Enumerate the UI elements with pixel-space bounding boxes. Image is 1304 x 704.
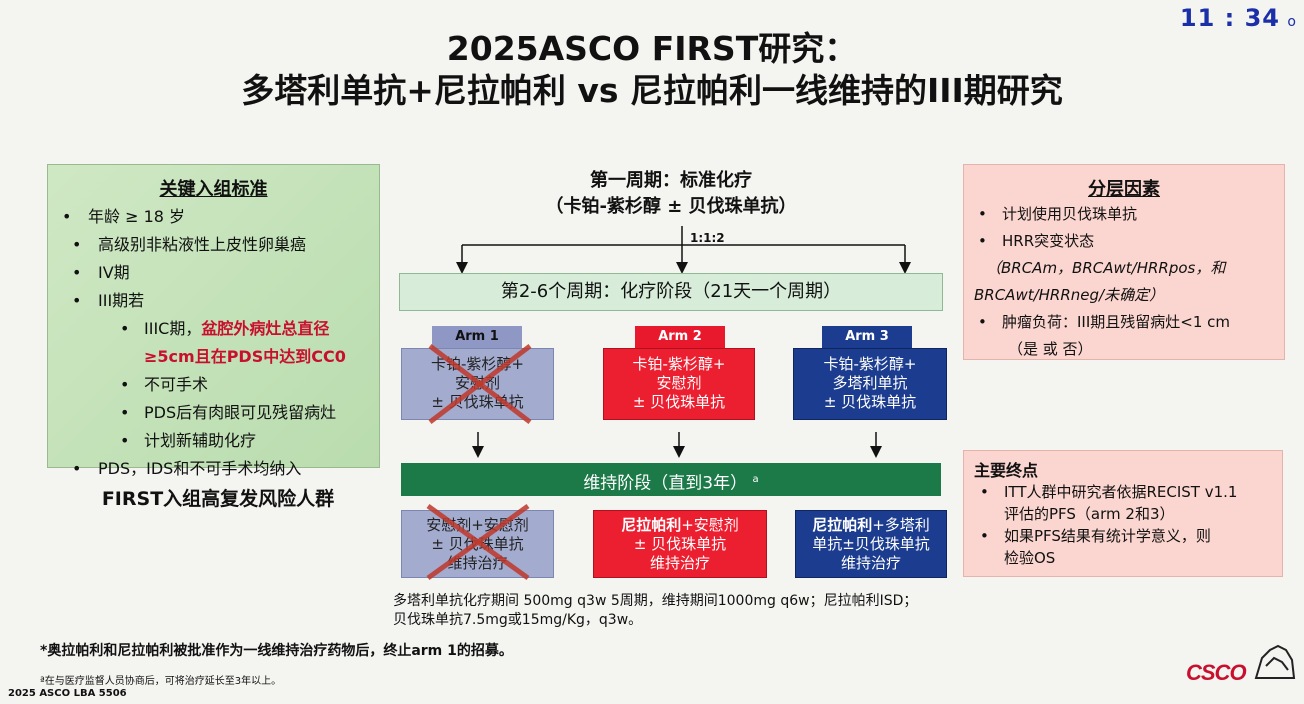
- criteria-panel: 关键入组标准 •年龄 ≥ 18 岁 •高级别非粘液性上皮性卵巢癌 •IV期 •I…: [47, 164, 380, 478]
- maint-arm2-line: ± 贝伐珠单抗: [633, 535, 727, 553]
- maint-arm2-line: 维持治疗: [649, 554, 710, 572]
- maintenance-footnote-mark: a: [752, 474, 759, 485]
- endpoint-item-cont: 评估的PFS（arm 2和3）: [1004, 505, 1175, 523]
- strat-item: •肿瘤负荷：III期且残留病灶<1 cm: [978, 313, 1231, 331]
- arm2-box: 卡铂-紫杉醇+ 安慰剂 ± 贝伐珠单抗: [603, 348, 755, 420]
- criteria-subitem: •计划新辅助化疗: [120, 431, 257, 450]
- endpoint-item: •ITT人群中研究者依据RECIST v1.1: [980, 483, 1238, 501]
- arm2-line: ± 贝伐珠单抗: [632, 393, 726, 411]
- strat-item: •计划使用贝伐珠单抗: [978, 205, 1138, 223]
- strat-item-detail: BRCAwt/HRRneg/未确定）: [974, 286, 1165, 304]
- criteria-subitem-iiic-cont: ≥5cm且在PDS中达到CC0: [144, 347, 346, 366]
- arm2-tab: Arm 2: [635, 326, 725, 348]
- chemo-phase-bar: 第2-6个周期：化疗阶段（21天一个周期）: [399, 273, 943, 311]
- maint-arm2-box: 尼拉帕利+安慰剂 ± 贝伐珠单抗 维持治疗: [593, 510, 767, 578]
- arm3-box: 卡铂-紫杉醇+ 多塔利单抗 ± 贝伐珠单抗: [793, 348, 947, 420]
- dosing-note-line-2: 贝伐珠单抗7.5mg或15mg/Kg，q3w。: [393, 612, 643, 628]
- csco-logo: CSCO: [1186, 660, 1247, 685]
- arm2-line: 安慰剂: [656, 374, 702, 392]
- cycle1-title: 第一周期：标准化疗: [590, 170, 752, 191]
- arm3-line: 多塔利单抗: [832, 374, 908, 392]
- source-citation: 2025 ASCO LBA 5506: [8, 688, 127, 699]
- clock-time: 11 : 34: [1179, 4, 1280, 32]
- arm1-box: 卡铂-紫杉醇+ 安慰剂 ± 贝伐珠单抗: [401, 348, 554, 420]
- maint-arm2-line: 尼拉帕利+安慰剂: [621, 516, 739, 534]
- arm3-line: 卡铂-紫杉醇+: [823, 355, 917, 373]
- cycle1-box: 第一周期：标准化疗 （卡铂-紫杉醇 ± 贝伐珠单抗）: [506, 168, 836, 226]
- strat-heading: 分层因素: [1088, 179, 1160, 200]
- stratification-panel: 分层因素 •计划使用贝伐珠单抗 •HRR突变状态 （BRCAm，BRCAwt/H…: [963, 164, 1285, 360]
- criteria-subitem: •不可手术: [120, 375, 209, 394]
- footnote-star: *奥拉帕利和尼拉帕利被批准作为一线维持治疗药物后，终止arm 1的招募。: [40, 643, 513, 659]
- endpoints-heading: 主要终点: [974, 461, 1039, 480]
- title-line-2: 多塔利单抗+尼拉帕利 vs 尼拉帕利一线维持的III期研究: [241, 71, 1063, 110]
- randomization-ratio: 1:1:2: [690, 231, 725, 245]
- maint-arm3-line: 尼拉帕利+多塔利: [812, 516, 930, 534]
- maint-arm3-line: 维持治疗: [840, 554, 901, 572]
- strat-item: •HRR突变状态: [978, 232, 1095, 250]
- clock-dot: o: [1287, 14, 1296, 30]
- criteria-item: •III期若: [72, 291, 145, 310]
- dosing-note-line-1: 多塔利单抗化疗期间 500mg q3w 5周期，维持期间1000mg q6w；尼…: [393, 593, 918, 609]
- arm3-tab: Arm 3: [822, 326, 912, 348]
- strat-item-detail: （是 或 否）: [1008, 340, 1093, 358]
- criteria-item: •IV期: [72, 263, 130, 282]
- arm2-line: 卡铂-紫杉醇+: [632, 355, 726, 373]
- criteria-item: •高级别非粘液性上皮性卵巢癌: [72, 235, 307, 254]
- endpoint-item-cont: 检验OS: [1004, 549, 1056, 567]
- endpoint-item: •如果PFS结果有统计学意义，则: [980, 527, 1211, 545]
- criteria-item: •年龄 ≥ 18 岁: [62, 207, 186, 226]
- arm1-tab: Arm 1: [432, 326, 522, 348]
- maintenance-phase-bar: 维持阶段（直到3年） a: [401, 463, 941, 496]
- maint-arm1-cross-out-icon: [426, 503, 530, 581]
- strat-item-detail: （BRCAm，BRCAwt/HRRpos，和: [986, 259, 1226, 277]
- criteria-item: •PDS，IDS和不可手术均纳入: [72, 459, 302, 478]
- footnote-small: ª在与医疗监督人员协商后，可将治疗延长至3年以上。: [40, 676, 282, 687]
- maint-arm1-line: 维持治疗: [447, 554, 508, 572]
- cycle1-regimen: （卡铂-紫杉醇 ± 贝伐珠单抗）: [545, 196, 797, 217]
- csco-logo-emblem-icon: [1254, 644, 1296, 679]
- criteria-footer: FIRST入组高复发风险人群: [101, 488, 335, 510]
- maint-arm3-line: 单抗±贝伐珠单抗: [812, 535, 930, 553]
- criteria-subitem-iiic: •IIIC期，盆腔外病灶总直径: [120, 319, 330, 338]
- title-line-1: 2025ASCO FIRST研究：: [446, 29, 858, 68]
- arm1-cross-out-icon: [428, 344, 532, 424]
- criteria-subitem: •PDS后有肉眼可见残留病灶: [120, 403, 337, 422]
- criteria-heading: 关键入组标准: [159, 179, 268, 200]
- arm3-line: ± 贝伐珠单抗: [823, 393, 917, 411]
- endpoints-panel: 主要终点 •ITT人群中研究者依据RECIST v1.1 评估的PFS（arm …: [963, 450, 1283, 577]
- maint-arm3-box: 尼拉帕利+多塔利 单抗±贝伐珠单抗 维持治疗: [795, 510, 947, 578]
